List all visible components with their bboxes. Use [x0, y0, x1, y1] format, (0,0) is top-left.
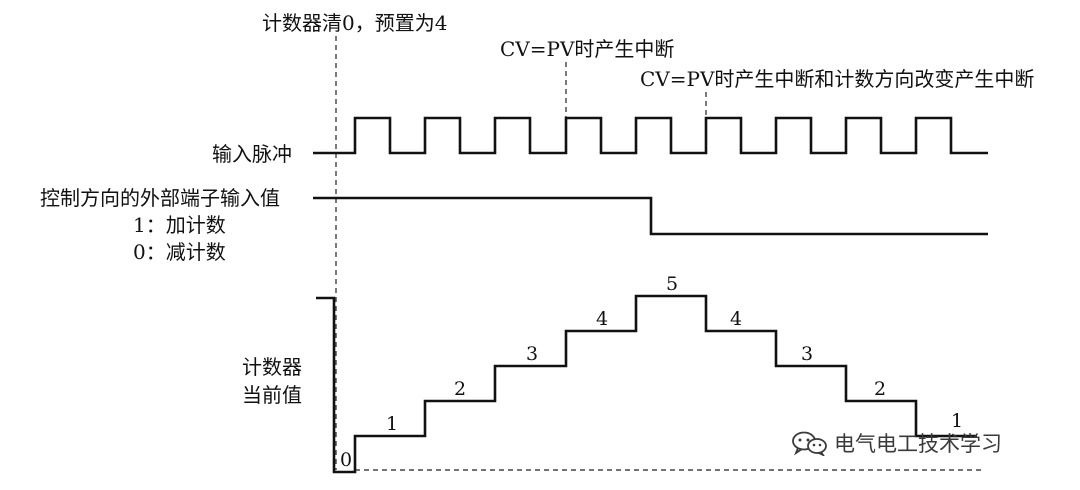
pulse-waveform	[313, 116, 988, 155]
counter-staircase	[316, 294, 977, 474]
label-counter-line1: 计数器	[242, 355, 302, 379]
label-count-up: 1：加计数	[133, 213, 226, 237]
watermark: 电气电工技术学习	[790, 428, 1002, 458]
watermark-text: 电气电工技术学习	[834, 432, 1002, 456]
annotation-interrupt-2: CV=PV时产生中断和计数方向改变产生中断	[640, 67, 1034, 91]
value-step: 3	[526, 343, 538, 365]
dashed-guides	[335, 36, 985, 471]
value-step: 2	[454, 378, 466, 400]
wechat-icon	[792, 431, 827, 456]
value-step: 4	[596, 308, 608, 330]
value-step: 0	[340, 449, 352, 471]
label-direction: 控制方向的外部端子输入值	[40, 186, 280, 210]
label-input-pulse: 输入脉冲	[212, 142, 292, 166]
value-step: 4	[730, 308, 742, 330]
value-step: 2	[874, 378, 886, 400]
annotation-interrupt-1: CV=PV时产生中断	[500, 37, 674, 61]
value-step: 5	[666, 273, 678, 295]
value-step: 3	[801, 343, 813, 365]
value-step: 1	[951, 410, 963, 432]
label-counter-line2: 当前值	[242, 383, 302, 407]
value-step: 1	[386, 413, 398, 435]
annotation-clear: 计数器清0，预置为4	[262, 11, 447, 35]
label-count-down: 0：减计数	[133, 240, 226, 264]
direction-waveform	[313, 196, 988, 236]
